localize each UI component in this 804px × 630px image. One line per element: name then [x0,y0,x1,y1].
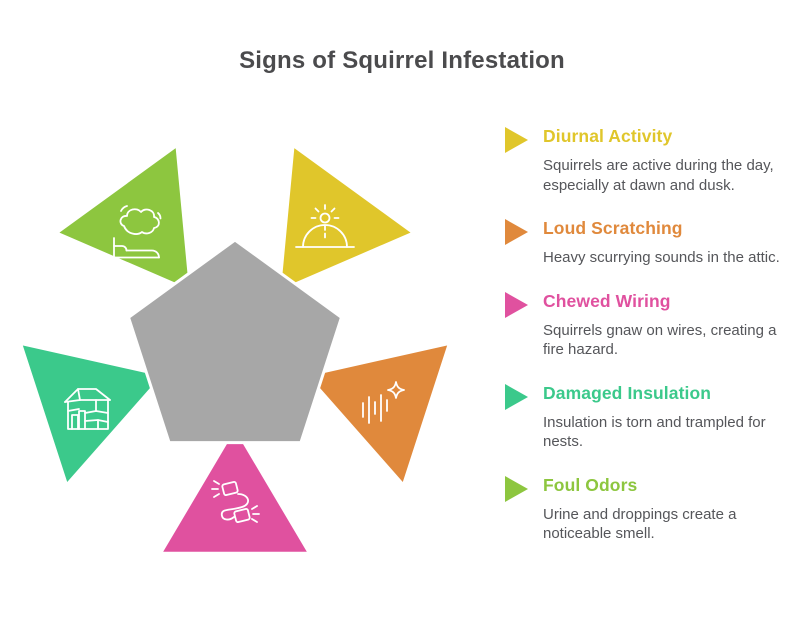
legend-item: Chewed Wiring Squirrels gnaw on wires, c… [505,291,800,360]
triangle-bottom [159,426,311,555]
triangle-top-left [55,144,192,292]
legend-item: Diurnal Activity Squirrels are active du… [505,126,800,195]
legend-item-title: Loud Scratching [543,218,683,238]
legend: Diurnal Activity Squirrels are active du… [505,126,800,567]
pentagon-center [127,238,343,445]
arrow-right-icon [505,383,528,410]
legend-item-description: Urine and droppings create a noticeable … [543,505,737,543]
legend-item-title: Damaged Insulation [543,382,712,403]
legend-item: Damaged Insulation Insulation is torn an… [505,383,800,452]
legend-item-description: Insulation is torn and trampled for nest… [543,413,766,451]
chewed-wire-icon [211,480,260,524]
legend-item-description: Heavy scurrying sounds in the attic. [543,249,780,266]
legend-item-title: Chewed Wiring [543,290,671,311]
sound-waves-icon [362,381,405,424]
odor-cloud-bed-icon [113,205,162,263]
triangle-right [306,342,451,486]
pentagon-diagram [19,144,451,555]
damaged-house-icon [64,388,111,430]
legend-item-title: Foul Odors [543,474,638,495]
triangle-top-right [278,144,415,292]
legend-item: Loud Scratching Heavy scurrying sounds i… [505,218,800,268]
arrow-right-icon [505,219,528,245]
page-title: Signs of Squirrel Infestation [239,47,565,74]
sunrise-icon [295,204,355,248]
legend-item-description: Squirrels gnaw on wires, creating a fire… [543,321,777,359]
arrow-right-icon [505,475,528,502]
legend-item-description: Squirrels are active during the day, esp… [543,157,774,194]
legend-item-title: Diurnal Activity [543,126,673,146]
arrow-right-icon [505,291,528,318]
arrow-right-icon [505,127,528,153]
legend-item: Foul Odors Urine and droppings create a … [505,475,800,544]
triangle-left [19,342,164,486]
